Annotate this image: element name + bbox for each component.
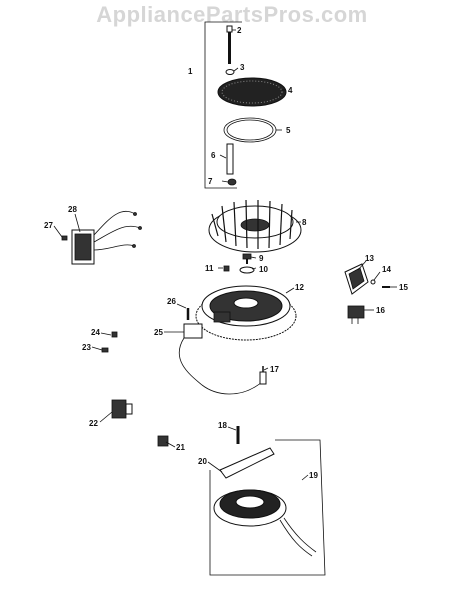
part-ignition-module[interactable] — [178, 323, 263, 395]
callout-14: 14 — [382, 265, 391, 274]
part-washer-10[interactable] — [239, 266, 255, 274]
part-ring[interactable] — [223, 117, 277, 143]
callout-5: 5 — [286, 126, 291, 135]
callout-15: 15 — [399, 283, 408, 292]
callout-4: 4 — [288, 86, 293, 95]
part-connector-22[interactable] — [111, 399, 133, 419]
callout-6: 6 — [211, 151, 216, 160]
part-spark-plug-boot[interactable] — [259, 366, 267, 385]
callout-9: 9 — [259, 254, 264, 263]
callout-27: 27 — [44, 221, 53, 230]
callout-22: 22 — [89, 419, 98, 428]
callout-16: 16 — [376, 306, 385, 315]
part-washer-14[interactable] — [370, 279, 376, 285]
callout-11: 11 — [205, 264, 214, 273]
part-connector[interactable] — [347, 305, 365, 324]
callout-18: 18 — [218, 421, 227, 430]
part-21[interactable] — [157, 435, 169, 447]
callout-12: 12 — [295, 283, 304, 292]
callout-10: 10 — [259, 265, 268, 274]
callout-28: 28 — [68, 205, 77, 214]
part-screw-27[interactable] — [61, 235, 68, 241]
callout-13: 13 — [365, 254, 374, 263]
callout-2: 2 — [237, 26, 242, 35]
part-bolt[interactable] — [226, 25, 233, 64]
callout-1: 1 — [188, 67, 193, 76]
part-24[interactable] — [111, 331, 118, 338]
callout-19: 19 — [309, 471, 318, 480]
part-regulator[interactable] — [71, 210, 142, 265]
group-bracket-19 — [209, 439, 326, 576]
part-grille-screen[interactable] — [217, 77, 287, 107]
callout-26: 26 — [167, 297, 176, 306]
callout-8: 8 — [302, 218, 307, 227]
watermark: AppliancePartsPros.com — [96, 2, 368, 27]
part-nut[interactable] — [227, 178, 237, 186]
callout-3: 3 — [240, 63, 245, 72]
part-key[interactable] — [223, 265, 230, 272]
callout-25: 25 — [154, 328, 163, 337]
leader-lines — [53, 29, 397, 481]
callout-17: 17 — [270, 365, 279, 374]
callout-7: 7 — [208, 177, 213, 186]
part-stator[interactable] — [213, 489, 317, 557]
part-rectifier[interactable] — [344, 263, 369, 295]
part-flywheel[interactable] — [195, 285, 297, 341]
part-fan[interactable] — [208, 199, 302, 253]
part-bolt-9[interactable] — [242, 253, 252, 264]
callout-20: 20 — [198, 457, 207, 466]
part-23[interactable] — [101, 347, 109, 353]
part-washer[interactable] — [225, 69, 235, 75]
part-bracket-20[interactable] — [219, 447, 275, 479]
group-bracket-1 — [204, 21, 242, 189]
callout-23: 23 — [82, 343, 91, 352]
callout-21: 21 — [176, 443, 185, 452]
part-spacer[interactable] — [226, 143, 234, 175]
callout-24: 24 — [91, 328, 100, 337]
